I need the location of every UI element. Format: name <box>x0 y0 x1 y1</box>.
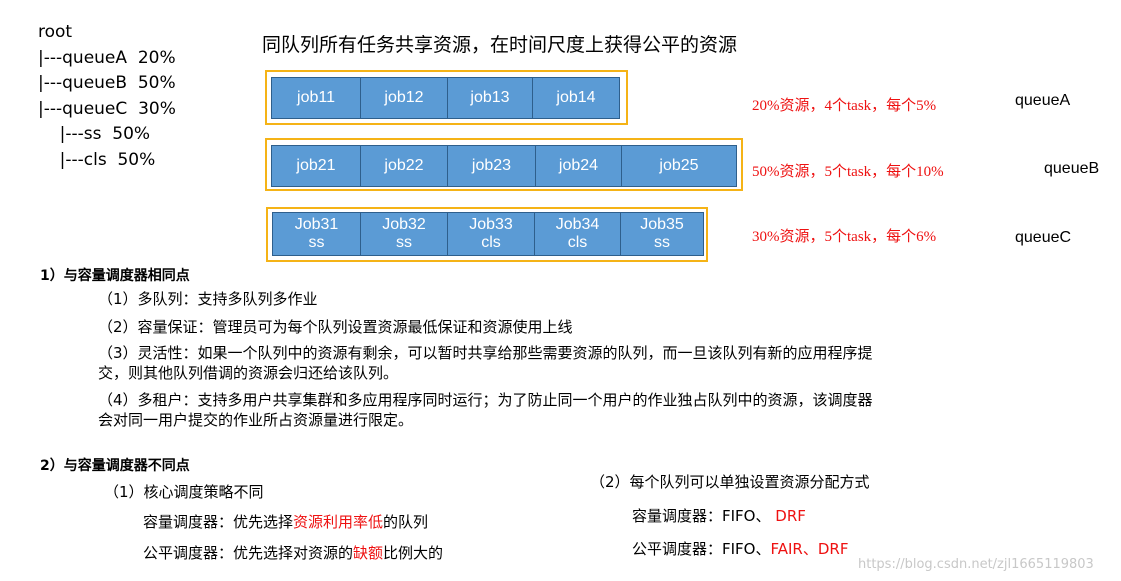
section2-right-line2: 公平调度器：FIFO、FAIR、DRF <box>632 540 849 558</box>
queue-a-name: queueA <box>1015 92 1071 109</box>
tree-line: |---queueB 50% <box>38 73 176 93</box>
queue-a-desc: 20%资源，4个task，每个5% <box>752 98 937 114</box>
queue-b-frame <box>265 138 743 191</box>
section2-left-line2: 公平调度器：优先选择对资源的缺额比例大的 <box>143 544 444 562</box>
queue-b-desc: 50%资源，5个task，每个10% <box>752 164 944 180</box>
job-box: job24 <box>535 145 622 187</box>
diagram-title: 同队列所有任务共享资源，在时间尺度上获得公平的资源 <box>262 34 738 56</box>
watermark: https://blog.csdn.net/zjl1665119803 <box>858 557 1094 572</box>
job-box: job22 <box>360 145 448 187</box>
section1-item: （1）多队列：支持多队列多作业 <box>98 290 318 308</box>
queue-b-name: queueB <box>1044 160 1100 177</box>
section2-heading: 2）与容量调度器不同点 <box>40 458 190 474</box>
job-box: job25 <box>621 145 737 187</box>
job-box: job14 <box>532 77 620 119</box>
section1-item: （4）多租户：支持多用户共享集群和多应用程序同时运行；为了防止同一个用户的作业独… <box>98 391 873 409</box>
tree-line: |---ss 50% <box>38 124 151 144</box>
queue-b-jobs: job21 job22 job23 job24 job25 <box>271 145 737 187</box>
tree-line: root <box>38 22 73 42</box>
tree-line: |---queueA 20% <box>38 47 176 68</box>
queue-tree: root |---queueA 20% |---queueB 50% |---q… <box>38 20 176 173</box>
section1-item: 会对同一用户提交的作业所占资源量进行限定。 <box>98 411 414 429</box>
section1-item: （3）灵活性：如果一个队列中的资源有剩余，可以暂时共享给那些需要资源的队列，而一… <box>98 344 873 362</box>
job-box: job23 <box>447 145 536 187</box>
section2-right-title: （2）每个队列可以单独设置资源分配方式 <box>590 473 870 491</box>
tree-line: |---queueC 30% <box>38 98 176 119</box>
queue-c-desc: 30%资源，5个task，每个6% <box>752 229 937 245</box>
section1-item: （2）容量保证：管理员可为每个队列设置资源最低保证和资源使用上线 <box>98 318 573 336</box>
section2-right-line1: 容量调度器：FIFO、 DRF <box>632 507 806 525</box>
section2-left-line1: 容量调度器：优先选择资源利用率低的队列 <box>143 513 429 531</box>
queue-c-name: queueC <box>1015 229 1072 246</box>
job-box: job21 <box>271 145 361 187</box>
section2-left-title: （1）核心调度策略不同 <box>104 483 264 501</box>
queue-a-frame <box>265 70 628 125</box>
job-box: job12 <box>360 77 448 119</box>
job-box: job11 <box>271 77 361 119</box>
section1-item: 交，则其他队列借调的资源会归还给该队列。 <box>98 364 399 382</box>
queue-a-jobs: job11 job12 job13 job14 <box>271 77 620 119</box>
queue-c-frame <box>266 207 708 262</box>
job-box: job13 <box>447 77 533 119</box>
tree-line: |---cls 50% <box>38 149 156 170</box>
section1-heading: 1）与容量调度器相同点 <box>40 268 190 284</box>
